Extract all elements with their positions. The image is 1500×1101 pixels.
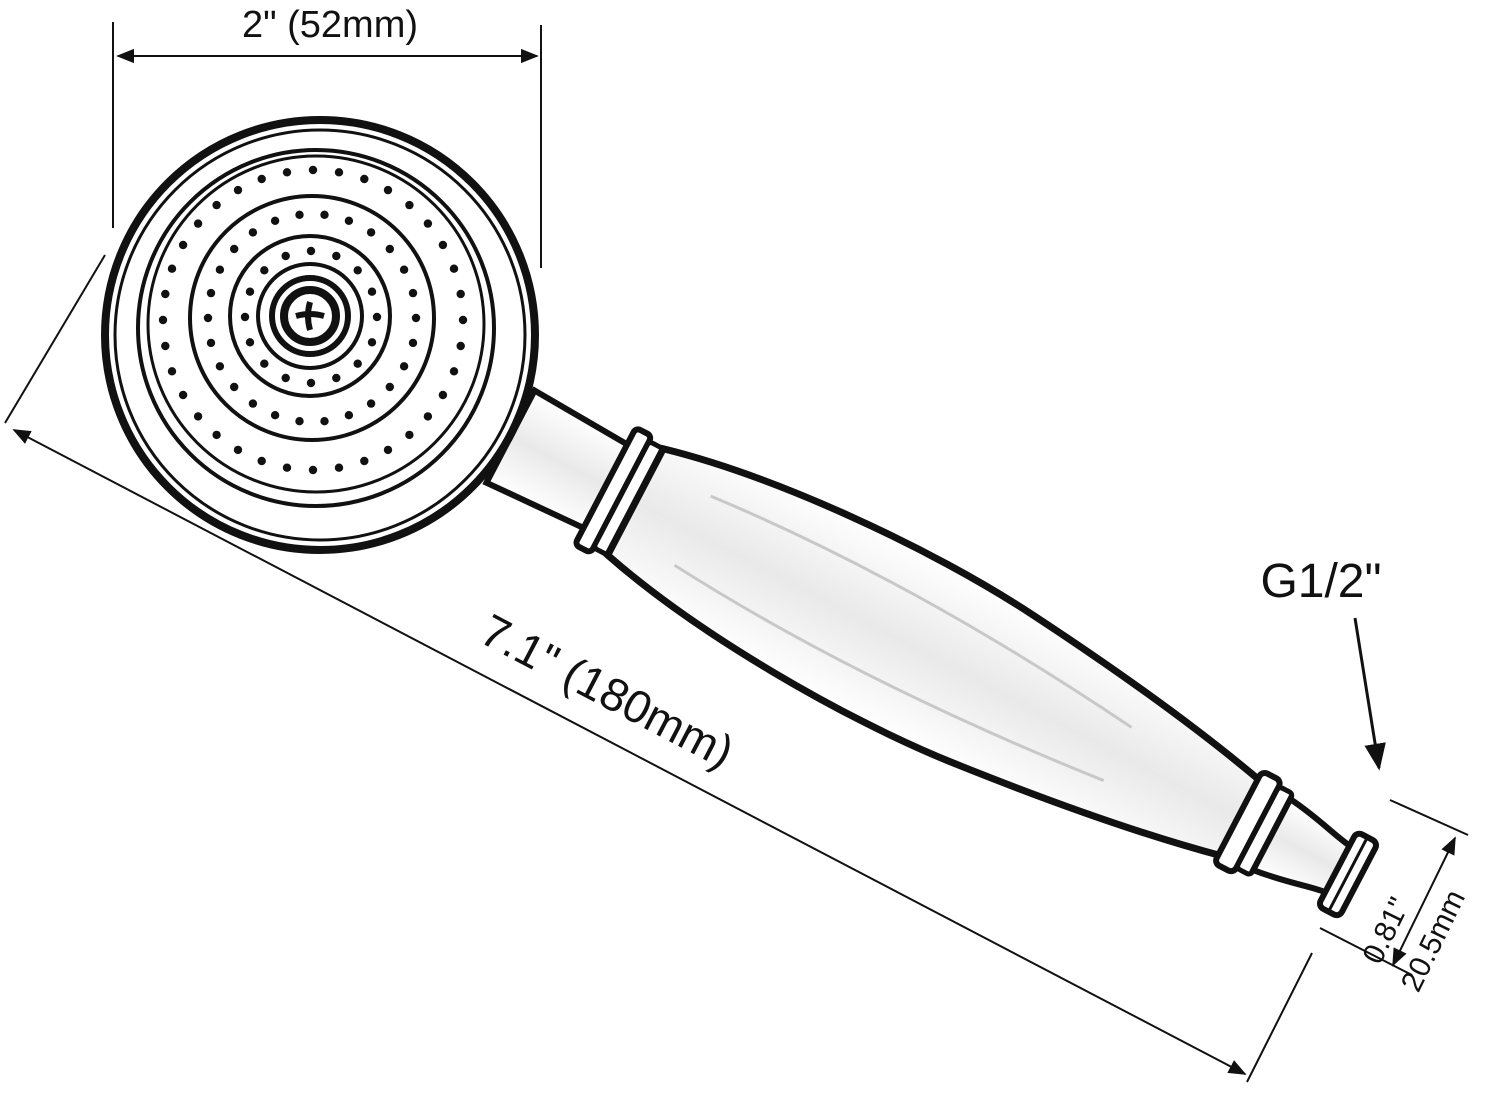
- spray-nozzle: [438, 390, 448, 400]
- spray-nozzle: [215, 265, 225, 274]
- outlet-ext-bottom: [1319, 927, 1413, 976]
- spray-nozzle: [206, 288, 216, 298]
- spray-head: [101, 116, 539, 554]
- spray-nozzle: [332, 373, 341, 383]
- spray-nozzle: [295, 210, 304, 219]
- spray-nozzle: [306, 378, 316, 388]
- spray-nozzle: [366, 399, 376, 408]
- spray-nozzle: [167, 264, 177, 273]
- spray-nozzle: [456, 289, 465, 299]
- spray-nozzle: [282, 463, 292, 472]
- spray-nozzle: [449, 367, 459, 376]
- spray-nozzle: [308, 165, 318, 175]
- head-width-dimension: [112, 22, 542, 268]
- spray-nozzle: [230, 382, 239, 392]
- thread-leader-arrow: [1353, 617, 1386, 771]
- spray-nozzle: [295, 417, 304, 426]
- handle: [482, 386, 1379, 919]
- spray-nozzle: [161, 289, 170, 299]
- spray-nozzle: [385, 244, 394, 254]
- spray-nozzle: [178, 390, 188, 400]
- spray-nozzle: [193, 412, 203, 421]
- spray-nozzle: [438, 240, 448, 250]
- spray-nozzle: [178, 240, 188, 250]
- spray-nozzle: [367, 287, 377, 296]
- spray-nozzle: [411, 313, 421, 323]
- spray-nozzle: [308, 465, 318, 475]
- spray-nozzle: [353, 266, 362, 275]
- spray-nozzle: [367, 338, 377, 347]
- outlet-diameter-dimension: [1319, 799, 1469, 976]
- center-screw: [295, 301, 325, 331]
- spray-nozzle: [270, 216, 280, 225]
- spray-nozzle: [449, 264, 459, 273]
- length-arrow: [12, 429, 1247, 1075]
- spray-nozzle: [399, 362, 409, 371]
- spray-nozzle: [248, 228, 258, 237]
- outlet-arrow: [1392, 836, 1456, 967]
- spray-nozzle: [193, 219, 203, 228]
- spray-nozzle: [230, 244, 239, 254]
- spray-nozzle: [423, 219, 433, 228]
- spray-nozzle: [423, 412, 433, 421]
- spray-nozzle: [212, 430, 221, 440]
- spray-nozzle: [344, 216, 354, 225]
- length-ext-left: [4, 254, 106, 424]
- spray-nozzle: [383, 185, 393, 195]
- spray-nozzle: [240, 312, 250, 322]
- spray-nozzle: [399, 265, 409, 274]
- outlet-diameter-mm-label: 20.5mm: [1395, 885, 1472, 997]
- spray-nozzle: [260, 266, 269, 275]
- spray-nozzle: [353, 359, 362, 368]
- spray-nozzle: [212, 200, 221, 210]
- spray-nozzle: [215, 362, 225, 371]
- spray-nozzle: [245, 338, 255, 347]
- spray-nozzle: [405, 430, 414, 440]
- spray-nozzle: [366, 228, 376, 237]
- spray-nozzle: [344, 411, 354, 420]
- spray-nozzle: [203, 313, 213, 323]
- spray-nozzle: [456, 341, 465, 351]
- spray-nozzle: [372, 312, 382, 322]
- spray-nozzle: [257, 174, 266, 184]
- spray-nozzle: [206, 338, 216, 348]
- spray-nozzle: [260, 359, 269, 368]
- spray-nozzles: [158, 165, 468, 475]
- spray-nozzle: [161, 341, 170, 351]
- spray-nozzle: [158, 315, 168, 325]
- spray-nozzle: [282, 168, 292, 177]
- spray-nozzle: [270, 411, 280, 420]
- spray-nozzle: [257, 456, 266, 466]
- overall-length-dimension: [4, 254, 1313, 1083]
- spray-nozzle: [320, 210, 329, 219]
- spray-nozzle: [408, 288, 418, 298]
- spray-nozzle: [320, 417, 329, 426]
- spray-nozzle: [306, 246, 316, 256]
- spray-nozzle: [360, 174, 369, 184]
- spray-nozzle: [233, 185, 243, 195]
- spray-nozzle: [281, 373, 290, 383]
- spray-nozzle: [334, 463, 344, 472]
- head-width-label: 2" (52mm): [242, 4, 418, 46]
- shower-head-illustration: [101, 116, 1379, 919]
- spray-nozzle: [233, 445, 243, 455]
- spray-nozzle: [334, 168, 344, 177]
- spray-nozzle: [167, 367, 177, 376]
- spray-nozzle: [281, 251, 290, 261]
- spray-nozzle: [408, 338, 418, 348]
- thread-label: G1/2": [1260, 555, 1381, 608]
- spray-nozzle: [248, 399, 258, 408]
- spray-nozzle: [245, 287, 255, 296]
- spray-nozzle: [405, 200, 414, 210]
- spray-nozzle: [332, 251, 341, 261]
- spray-nozzle: [458, 315, 468, 325]
- handle-grip: [603, 444, 1266, 861]
- spray-nozzle: [360, 456, 369, 466]
- spray-nozzle: [383, 445, 393, 455]
- outlet-ext-top: [1389, 799, 1469, 836]
- spray-nozzle: [385, 382, 394, 392]
- length-ext-right: [1246, 952, 1313, 1083]
